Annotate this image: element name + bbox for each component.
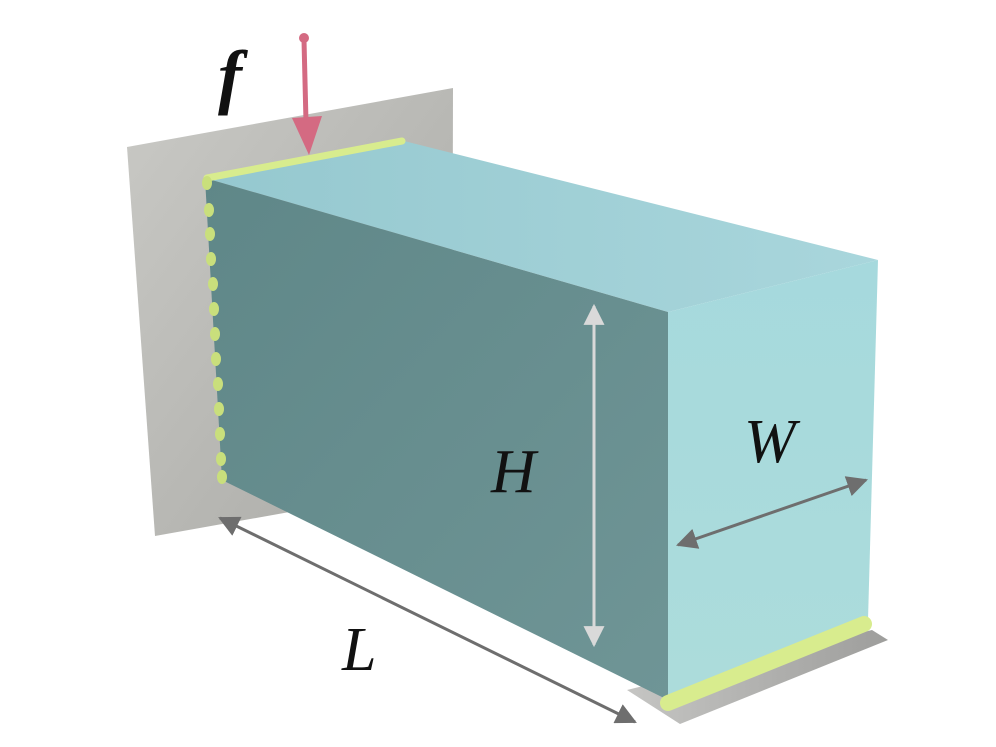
length-dimension-arrow [218, 516, 637, 724]
top-edge-roller [203, 137, 406, 182]
height-label: H [490, 438, 539, 506]
width-dimension-arrow [676, 476, 868, 549]
length-label: L [341, 616, 376, 684]
force-arrow [292, 33, 322, 155]
width-label: W [744, 408, 801, 476]
bottom-roller-support [660, 616, 872, 711]
force-label: f [218, 36, 248, 116]
beam-top-face [205, 140, 878, 312]
wall-support-nodes [202, 176, 227, 484]
